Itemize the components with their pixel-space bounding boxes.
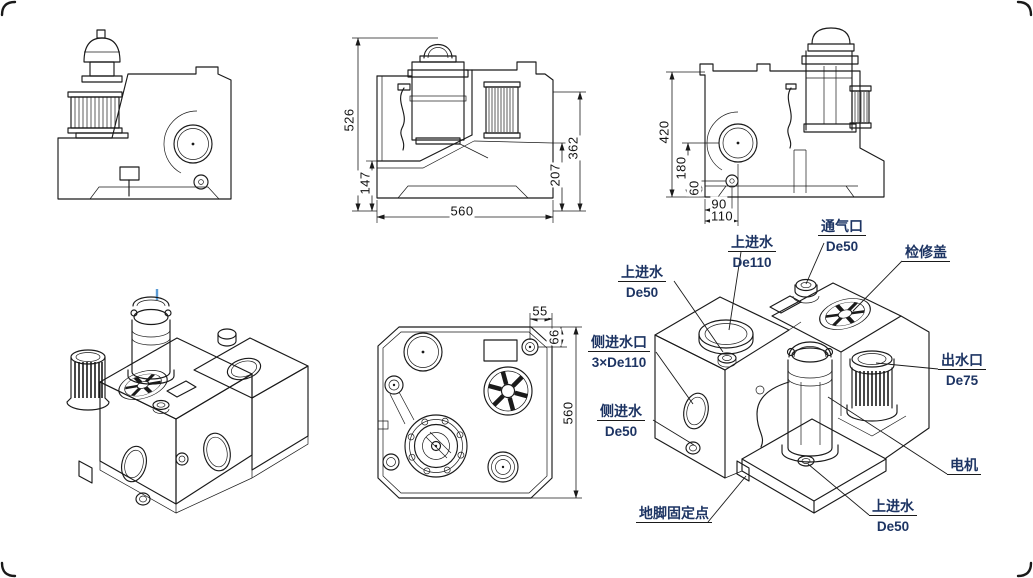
dim-front-total-height: 526	[341, 107, 357, 133]
dim-front-base-height: 147	[357, 170, 373, 196]
dim-top-vent-x: 55	[531, 303, 549, 319]
discharge-iso-rear	[66, 349, 110, 411]
access-cover-iso-front	[819, 298, 871, 330]
dimension-lines-right	[666, 71, 739, 226]
callout-vent-port: 通气口 De50	[818, 217, 866, 255]
callout-label: 上进水	[869, 497, 917, 517]
view-right-dimensioned	[666, 27, 885, 226]
dim-front-mid-height: 207	[547, 162, 563, 188]
callout-top-inlet-de50-bottom: 上进水 De50	[869, 497, 917, 535]
access-cover-iso-rear	[118, 370, 168, 400]
access-cover-top	[483, 366, 533, 416]
callout-side-inlet-ports: 侧进水口 3×De110	[588, 333, 650, 371]
callout-leader-lines	[652, 242, 948, 523]
view-side-left	[57, 29, 232, 200]
pump-front	[397, 43, 489, 159]
callout-outlet: 出水口 De75	[938, 351, 986, 389]
callout-size: 3×De110	[591, 354, 647, 370]
pump-motor-iso	[755, 341, 839, 463]
dim-right-drain-height: 60	[686, 179, 702, 197]
view-isometric-rear	[66, 289, 309, 514]
dim-right-total-height: 420	[656, 119, 672, 145]
callout-size: De50	[825, 238, 859, 254]
view-top-dimensioned	[377, 313, 582, 499]
callout-label: 通气口	[818, 217, 866, 237]
outlet-iso	[846, 350, 898, 422]
callout-size: De110	[732, 254, 772, 270]
view-isometric-annotated	[652, 242, 948, 523]
callout-label: 侧进水	[597, 402, 645, 422]
callout-side-inlet: 侧进水 De50	[597, 402, 645, 440]
motor-side-left	[67, 29, 129, 139]
callout-size: De50	[625, 284, 659, 300]
dim-right-inlet-height: 180	[673, 155, 689, 181]
callout-size: De50	[604, 423, 638, 439]
dim-right-offset-90: 90	[710, 196, 728, 212]
dim-right-offset-110: 110	[710, 208, 734, 224]
callout-motor: 电机	[947, 456, 981, 477]
callout-size: De50	[876, 518, 910, 534]
dim-top-vent-y: 66	[546, 328, 562, 346]
callout-anchor-point: 地脚固定点	[636, 504, 712, 525]
dimension-lines-front	[352, 37, 586, 223]
callout-label: 出水口	[938, 351, 986, 371]
callout-top-inlet-de50-left: 上进水 De50	[618, 263, 666, 301]
callout-access-cover: 检修盖	[902, 243, 950, 264]
motor-ribs-front	[483, 81, 521, 139]
callout-label: 上进水	[618, 263, 666, 283]
callout-label: 地脚固定点	[636, 504, 712, 524]
callout-label: 检修盖	[902, 243, 950, 263]
motor-iso-rear	[127, 296, 175, 385]
callout-top-inlet-de110: 上进水 De110	[728, 233, 776, 271]
callout-label: 侧进水口	[588, 333, 650, 353]
callout-label: 上进水	[728, 233, 776, 253]
view-front-dimensioned	[352, 37, 586, 223]
dim-front-tank-height: 362	[565, 135, 581, 161]
dim-front-width: 560	[449, 203, 475, 219]
dimension-lines-top	[529, 313, 582, 499]
base-pedestal-iso	[724, 415, 907, 514]
callout-label: 电机	[947, 456, 981, 476]
pump-side-right	[801, 27, 872, 133]
dim-top-depth: 560	[560, 400, 576, 426]
pump-flange-top	[404, 414, 468, 478]
callout-size: De75	[945, 372, 979, 388]
